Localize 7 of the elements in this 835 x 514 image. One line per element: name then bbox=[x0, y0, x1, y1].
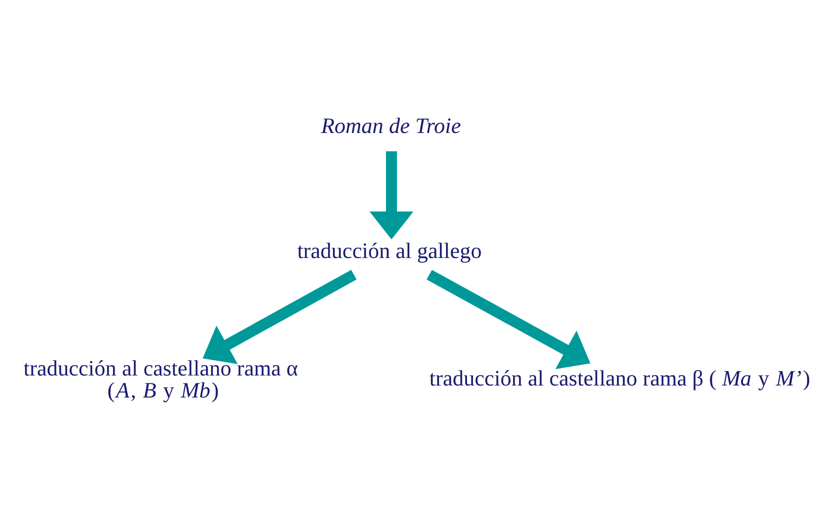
node-text: traducción al gallego bbox=[297, 237, 482, 262]
arrow bbox=[370, 150, 414, 239]
node-text: traducción al castellano rama α (A, B y Mb) bbox=[24, 355, 298, 402]
node-text: Roman de Troie bbox=[321, 112, 461, 138]
arrow bbox=[202, 269, 357, 364]
arrow bbox=[426, 269, 590, 369]
node-text: traducción al castellano rama β (Ma y M’) bbox=[429, 364, 810, 390]
